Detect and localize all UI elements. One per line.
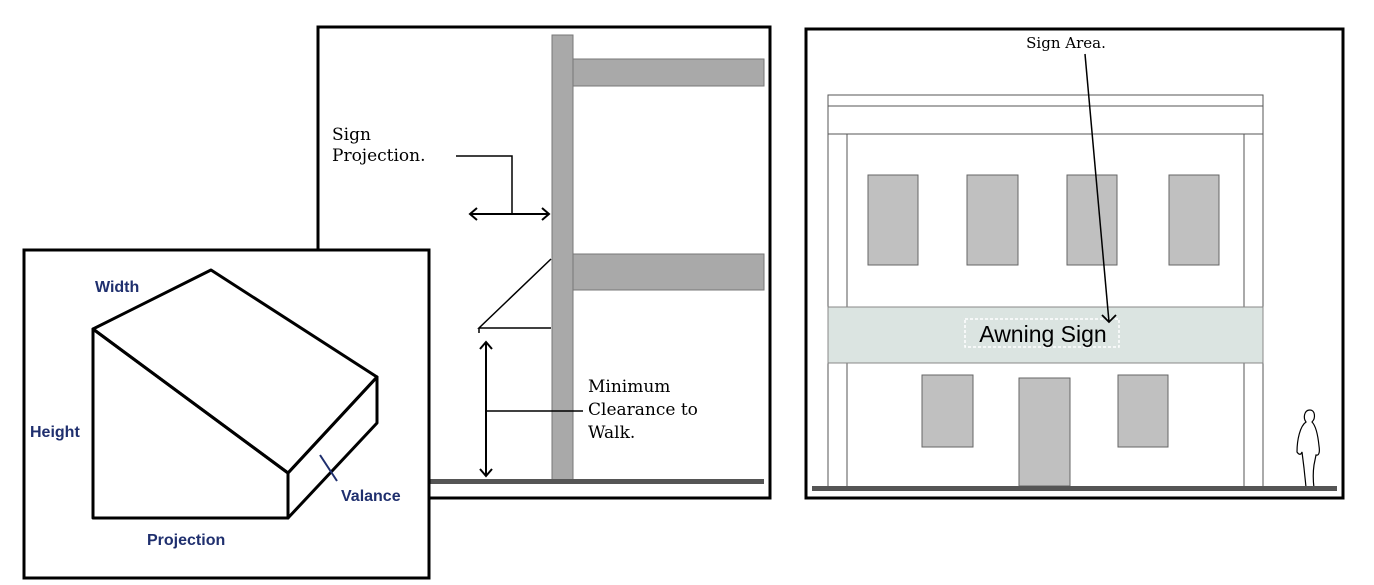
ground-floor-window <box>1117 374 1169 448</box>
awning-block-panel: Width Height Projection Valance <box>22 248 431 580</box>
upper-window <box>1066 174 1118 266</box>
clearance-label-line1: Minimum <box>588 377 670 397</box>
sign-projection-label: Sign Projection. <box>332 125 426 166</box>
building-wall <box>551 34 574 482</box>
ground-floor-window <box>921 374 974 448</box>
sign-area-leader <box>1084 53 1110 323</box>
sign-projection-dimension <box>456 155 551 221</box>
sign-projection-label-line1: Sign <box>332 125 371 145</box>
clearance-dimension <box>479 340 583 478</box>
height-label: Height <box>30 424 80 441</box>
valance-label: Valance <box>341 488 401 505</box>
upper-window <box>867 174 919 266</box>
projection-label: Projection <box>147 532 225 549</box>
clearance-label-line3: Walk. <box>588 423 635 443</box>
valance-pointer <box>319 454 338 482</box>
sidewalk-ground-line <box>420 479 764 484</box>
cornice-band <box>827 105 1264 135</box>
sign-area-outline <box>964 318 1120 348</box>
lower-floor-slab <box>572 253 765 291</box>
upper-window <box>1168 174 1220 266</box>
storefront-door <box>1018 377 1071 487</box>
clearance-label: Minimum Clearance to Walk. <box>588 377 703 443</box>
awning-block-shape <box>91 268 379 520</box>
awning-band <box>827 306 1264 364</box>
sign-area-label: Sign Area. <box>1026 34 1106 52</box>
building-elevation-panel: Awning Sign Sign Area. <box>804 27 1345 500</box>
upper-floor-slab <box>572 58 765 87</box>
width-label: Width <box>95 279 139 296</box>
upper-window <box>966 174 1019 266</box>
elevation-ground-line <box>812 486 1337 491</box>
clearance-label-line2: Clearance to <box>588 400 698 420</box>
awning-block-frame <box>22 248 431 580</box>
sign-projection-label-line2: Projection. <box>332 146 426 166</box>
awning-sign-text: Awning Sign <box>979 321 1106 347</box>
